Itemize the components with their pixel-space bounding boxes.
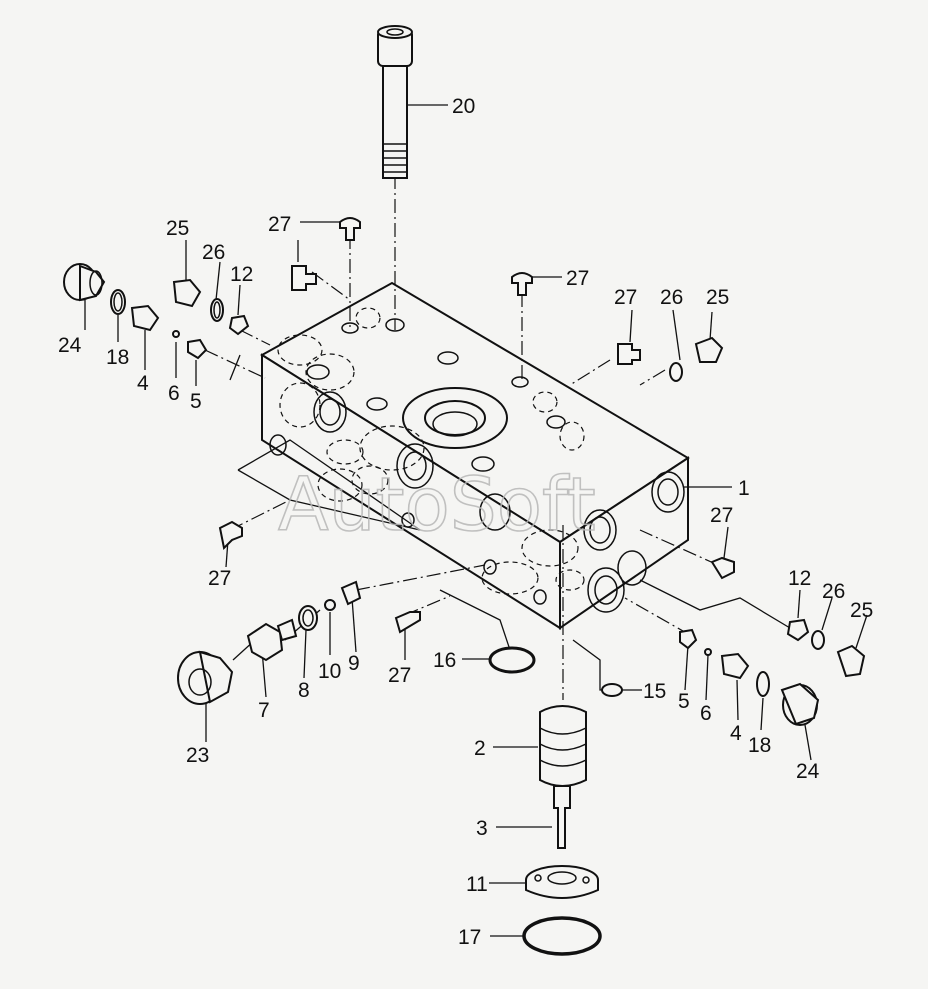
callout-label: 27	[710, 504, 733, 527]
callout-label: 27	[388, 664, 411, 687]
callout-label: 25	[706, 286, 729, 309]
callout-label: 25	[850, 599, 873, 622]
callout-label: 2	[474, 737, 486, 760]
leader-lines	[84, 104, 868, 937]
callout-label: 27	[614, 286, 637, 309]
spool-assembly	[525, 705, 599, 899]
callout-label: 7	[258, 699, 270, 722]
o-rings	[488, 646, 623, 956]
callout-label: 26	[660, 286, 683, 309]
left-upper-fittings	[63, 263, 250, 360]
bolt-20	[377, 25, 413, 179]
callout-label: 12	[788, 567, 811, 590]
valve-body	[260, 281, 690, 630]
watermark-text: AutoSoft	[278, 462, 596, 548]
callout-label: 25	[166, 217, 189, 240]
callout-label: 5	[678, 690, 690, 713]
callout-label: 24	[796, 760, 820, 783]
callout-label: 9	[348, 652, 360, 675]
callout-label: 18	[106, 346, 129, 369]
callout-label: 20	[452, 95, 475, 118]
callout-label: 11	[466, 873, 488, 896]
callout-label: 12	[230, 263, 253, 286]
callout-label: 1	[738, 477, 750, 500]
callout-label: 27	[208, 567, 231, 590]
callout-label: 23	[186, 744, 209, 767]
callout-label: 16	[433, 649, 456, 672]
callout-label: 5	[190, 390, 202, 413]
lower-left-fittings	[177, 580, 362, 705]
callout-label: 24	[58, 334, 82, 357]
callout-label: 10	[318, 660, 341, 683]
callout-label: 17	[458, 926, 481, 949]
callout-labels: 20 27 25 26 12 24 18 4 6 5 27 27 26 25 1…	[58, 95, 873, 949]
callout-label: 4	[730, 722, 742, 745]
callout-label: 15	[643, 680, 666, 703]
callout-label: 27	[268, 213, 291, 236]
callout-label: 27	[566, 267, 589, 290]
callout-label: 4	[137, 372, 149, 395]
right-fittings	[669, 336, 866, 726]
callout-label: 3	[476, 817, 488, 840]
callout-label: 18	[748, 734, 771, 757]
callout-label: 26	[202, 241, 225, 264]
callout-label: 6	[700, 702, 712, 725]
callout-label: 26	[822, 580, 845, 603]
screws-27	[218, 217, 735, 634]
callout-label: 6	[168, 382, 180, 405]
callout-label: 8	[298, 679, 310, 702]
